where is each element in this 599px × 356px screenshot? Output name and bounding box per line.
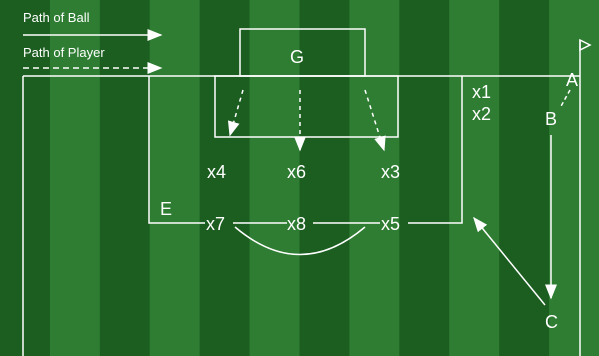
penalty-arc: [234, 226, 366, 256]
label-x2: x2: [472, 104, 491, 124]
grass-stripe: [149, 0, 201, 356]
label-x4: x4: [207, 162, 226, 182]
label-x3: x3: [381, 162, 400, 182]
label-E: E: [160, 199, 172, 219]
label-x8: x8: [287, 214, 306, 234]
legend-player-label: Path of Player: [23, 45, 105, 60]
grass-stripe: [399, 0, 450, 356]
corner-flag-icon: [579, 38, 592, 52]
label-x1: x1: [472, 82, 491, 102]
grass-stripe: [299, 0, 350, 356]
ball-path-c-box: [473, 216, 546, 306]
grass-stripe: [499, 0, 550, 356]
grass-stripe: [349, 0, 400, 356]
label-B: B: [545, 109, 557, 129]
penalty-area: [148, 76, 463, 224]
legend: Path of Ball Path of Player: [23, 10, 163, 74]
grass-stripe: [199, 0, 251, 356]
grass-stripe: [549, 0, 599, 356]
legend-ball-label: Path of Ball: [23, 10, 90, 25]
grass-stripe: [449, 0, 500, 356]
player-path-x3: [364, 89, 386, 152]
label-x6: x6: [287, 162, 306, 182]
label-G: G: [290, 47, 304, 67]
label-C: C: [545, 312, 558, 332]
grass-stripe: [49, 0, 101, 356]
player-path-a-b: [559, 89, 571, 109]
grass-stripe: [249, 0, 300, 356]
label-x7: x7: [206, 214, 225, 234]
grass-stripe: [0, 0, 51, 356]
label-x5: x5: [381, 214, 400, 234]
grass-stripe: [99, 0, 151, 356]
label-A: A: [566, 70, 578, 90]
